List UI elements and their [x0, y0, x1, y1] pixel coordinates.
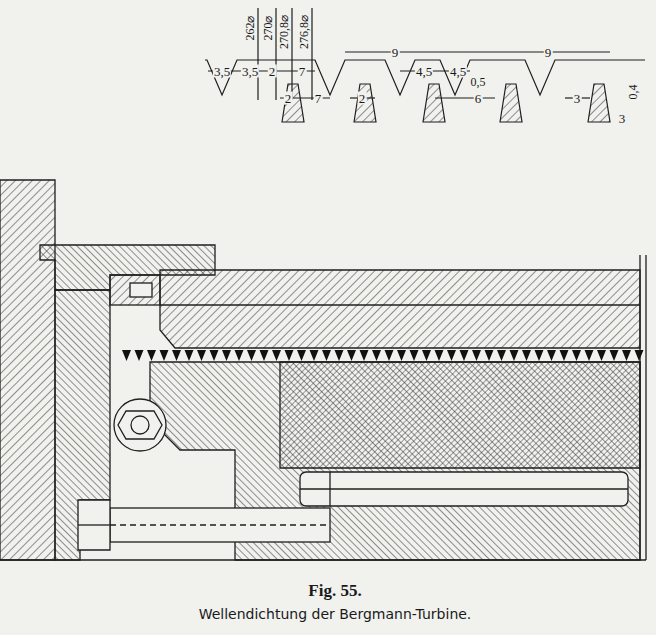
seal-tooth [410, 350, 419, 361]
seal-tooth [385, 350, 394, 361]
seal-tooth [222, 350, 231, 361]
seal-tooth [585, 350, 594, 361]
seal-tooth [172, 350, 181, 361]
seal-tooth [372, 350, 381, 361]
seal-tooth [160, 350, 169, 361]
dimension-label: 262⌀ [244, 15, 256, 42]
seal-tooth [122, 350, 131, 361]
dimension-label: 6 [474, 92, 483, 105]
seal-tooth [260, 350, 269, 361]
seal-tooth [272, 350, 281, 361]
seal-tooth [522, 350, 531, 361]
dimension-label: 3,5 [241, 65, 259, 78]
seal-tooth [447, 350, 456, 361]
figure-caption: Wellendichtung der Bergmann-Turbine. [198, 607, 473, 621]
seal-tooth [310, 350, 319, 361]
dimension-label: 2 [268, 65, 277, 78]
seal-tooth [435, 350, 444, 361]
dimension-label: 4,5 [449, 65, 467, 78]
seal-tooth [547, 350, 556, 361]
seal-tooth [422, 350, 431, 361]
dimension-label: 3 [618, 112, 627, 125]
seal-tooth [472, 350, 481, 361]
figure-number: Fig. 55. [307, 582, 362, 599]
seal-tooth [460, 350, 469, 361]
seal-tooth [560, 350, 569, 361]
seal-tooth [497, 350, 506, 361]
seal-tooth [535, 350, 544, 361]
seal-tooth [135, 350, 144, 361]
seal-tooth [397, 350, 406, 361]
seal-tooth [335, 350, 344, 361]
seal-tooth [610, 350, 619, 361]
dimension-label: 2 [284, 92, 293, 105]
seal-tooth [147, 350, 156, 361]
dimension-label: 276,8⌀ [298, 14, 310, 50]
seal-tooth [635, 350, 644, 361]
dimension-label: 3 [573, 92, 582, 105]
seal-tooth [510, 350, 519, 361]
dimension-label: 2 [358, 92, 367, 105]
seal-tooth [347, 350, 356, 361]
seal-tooth [622, 350, 631, 361]
dimension-label: 0,4 [627, 84, 639, 101]
dimension-label: 0,5 [470, 76, 487, 88]
seal-tooth [185, 350, 194, 361]
seal-tooth [235, 350, 244, 361]
dimension-label: 4,5 [415, 65, 433, 78]
dimension-label: 9 [544, 46, 553, 59]
seal-tooth [322, 350, 331, 361]
seal-tooth [247, 350, 256, 361]
dimension-label: 7 [314, 92, 323, 105]
dimension-label: 270,8⌀ [278, 14, 290, 50]
seal-tooth [360, 350, 369, 361]
dimension-label: 3,5 [213, 65, 231, 78]
seal-tooth [297, 350, 306, 361]
dimension-label: 9 [391, 46, 400, 59]
dimension-label: 7 [298, 65, 307, 78]
seal-tooth [597, 350, 606, 361]
seal-tooth [210, 350, 219, 361]
seal-tooth [197, 350, 206, 361]
dimension-label: 270⌀ [262, 15, 274, 42]
seal-tooth [485, 350, 494, 361]
seal-tooth [285, 350, 294, 361]
seal-tooth [572, 350, 581, 361]
